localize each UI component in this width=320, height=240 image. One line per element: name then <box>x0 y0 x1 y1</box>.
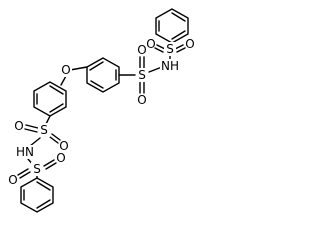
atom-o-s4-right: O <box>56 151 65 165</box>
bond-s3-oleft-b <box>24 128 38 133</box>
ring-phenyl-top-double-2 <box>171 12 186 22</box>
atom-o-s2-left: O <box>146 37 155 51</box>
atom-labels: O S O O NH S O O S O O HN S O O <box>8 37 194 187</box>
ring-a <box>33 81 67 117</box>
atom-o-s1-top: O <box>137 43 146 57</box>
chemical-structure: O S O O NH S O O S O O HN S O O <box>8 8 195 213</box>
atom-o-s1-bottom: O <box>137 93 146 107</box>
ring-b-double-2 <box>90 80 104 89</box>
atom-n2: HN <box>16 145 34 159</box>
atom-o-s3-right: O <box>59 139 68 153</box>
bond-s4-oleft-b <box>17 168 29 176</box>
bond-s4-oright-b <box>45 162 57 170</box>
atom-s1: S <box>138 68 146 82</box>
ring-phenyl-bottom <box>20 177 54 213</box>
bonds <box>17 8 189 213</box>
bond-s2-oleft-b <box>154 47 164 53</box>
ring-b-double-1 <box>89 61 104 71</box>
bond-ringb-o <box>69 66 88 71</box>
bond-s1-n1 <box>148 66 163 73</box>
ring-phenyl-top-double-3 <box>171 30 186 40</box>
atom-o-bridge: O <box>61 63 70 77</box>
atom-o-s2-right: O <box>185 37 194 51</box>
ring-phenyl-top <box>155 8 189 44</box>
bond-s4-oleft-a <box>19 171 31 179</box>
atom-o-s3-left: O <box>14 119 23 133</box>
atom-s4: S <box>33 162 41 176</box>
atom-s2: S <box>166 42 174 56</box>
ring-a-double-2 <box>49 85 64 95</box>
bond-s3-oright-a <box>51 133 61 141</box>
ring-phenyl-bottom-double-3 <box>36 199 51 209</box>
bond-s3-n2 <box>29 137 41 147</box>
bond-s2-oright-a <box>174 44 184 50</box>
bond-s3-oright-b <box>49 136 59 144</box>
atom-s3: S <box>40 123 48 137</box>
ring-phenyl-bottom-double-2 <box>36 181 51 191</box>
atom-o-s4-left: O <box>8 173 17 187</box>
bond-s2-oright-b <box>176 47 186 53</box>
ring-a-double-3 <box>49 103 64 113</box>
bond-s2-oleft-a <box>156 44 166 50</box>
atom-n1: NH <box>161 59 179 73</box>
bond-o-ringa <box>60 75 67 86</box>
bond-ringa-s3 <box>45 115 51 125</box>
ring-b <box>86 57 120 93</box>
bond-s4-oright-a <box>43 159 55 167</box>
bond-s3-oleft-a <box>25 124 39 129</box>
